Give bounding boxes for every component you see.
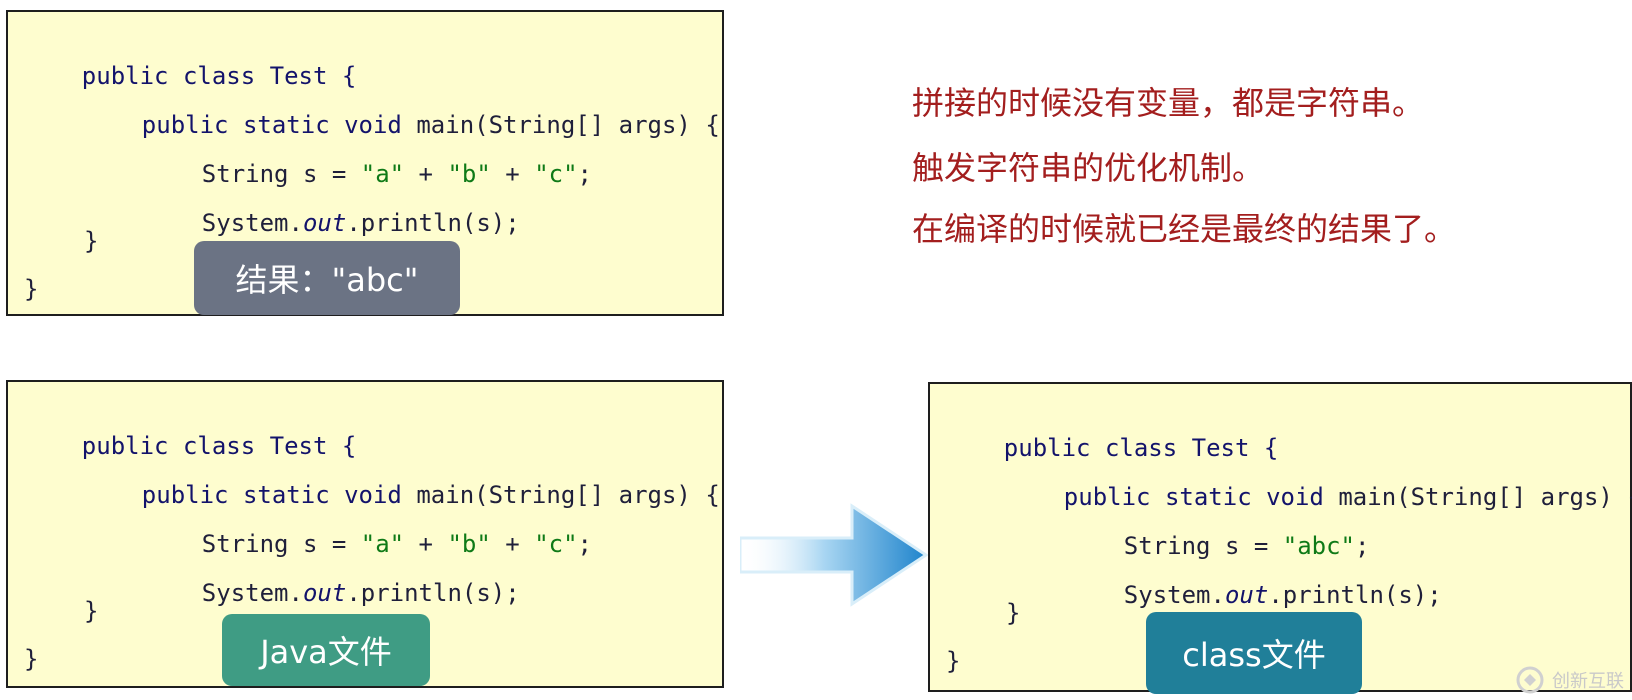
code-box-class: public class Test { public static void m… bbox=[928, 382, 1632, 694]
code-line-5: } bbox=[84, 597, 99, 625]
code-box-top: public class Test { public static void m… bbox=[6, 10, 724, 316]
class-file-badge: class文件 bbox=[1146, 612, 1362, 694]
code-line-2: public static void main(String[] args) { bbox=[141, 111, 720, 139]
code-line-4: System.out.println(s); bbox=[201, 209, 520, 237]
code-line-2: public static void main(String[] args) { bbox=[141, 481, 720, 509]
watermark: 创新互联 bbox=[1516, 666, 1624, 694]
code-line-6: } bbox=[24, 645, 39, 673]
code-line-5: } bbox=[1006, 599, 1021, 627]
result-badge: 结果："abc" bbox=[194, 241, 460, 315]
code-line-2: public static void main(String[] args) { bbox=[1063, 483, 1632, 511]
code-line-4: System.out.println(s); bbox=[1123, 581, 1442, 609]
logo-icon bbox=[1516, 666, 1544, 694]
note-line-2: 触发字符串的优化机制。 bbox=[912, 149, 1265, 187]
note-line-1: 拼接的时候没有变量，都是字符串。 bbox=[912, 84, 1425, 122]
code-line-3: String s = "a" + "b" + "c"; bbox=[201, 160, 592, 188]
note-line-3: 在编译的时候就已经是最终的结果了。 bbox=[912, 210, 1457, 248]
code-line-4: System.out.println(s); bbox=[201, 579, 520, 607]
code-line-6: } bbox=[24, 275, 39, 303]
code-line-1: public class Test { bbox=[1003, 434, 1279, 462]
code-line-3: String s = "abc"; bbox=[1123, 532, 1370, 560]
code-line-6: } bbox=[946, 647, 961, 675]
code-line-5: } bbox=[84, 227, 99, 255]
java-file-badge: Java文件 bbox=[222, 614, 430, 686]
code-line-3: String s = "a" + "b" + "c"; bbox=[201, 530, 592, 558]
code-line-1: public class Test { bbox=[81, 62, 357, 90]
code-line-1: public class Test { bbox=[81, 432, 357, 460]
code-box-java: public class Test { public static void m… bbox=[6, 380, 724, 688]
arrow-right-icon bbox=[740, 503, 929, 607]
watermark-text: 创新互联 bbox=[1552, 671, 1624, 692]
